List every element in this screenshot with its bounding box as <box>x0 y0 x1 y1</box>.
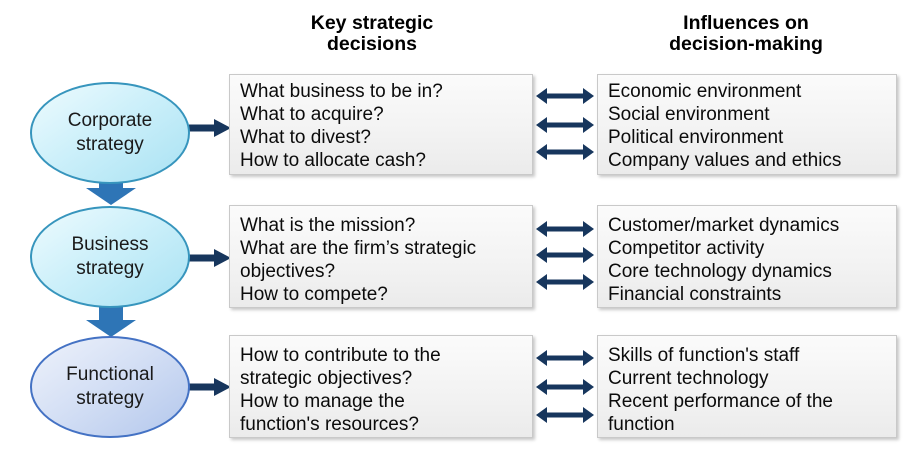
decision-line: strategic objectives? <box>240 368 413 389</box>
double-arrow-icon <box>536 350 594 366</box>
column-header-key-decisions: Key strategic decisions <box>252 13 492 55</box>
decision-line: What is the mission? <box>240 215 416 236</box>
influence-line: function <box>608 414 675 435</box>
decision-line: What business to be in? <box>240 81 443 102</box>
double-arrow-icon <box>536 407 594 423</box>
double-arrow-icon <box>536 88 594 104</box>
level-label-line: strategy <box>76 134 144 155</box>
double-arrow-icon <box>536 379 594 395</box>
influence-line: Current technology <box>608 368 769 389</box>
functional-strategy-ellipse: Functional strategy <box>30 336 190 438</box>
influence-line: Competitor activity <box>608 238 765 259</box>
header-line: decisions <box>327 33 417 55</box>
right-arrow-icon <box>189 119 231 137</box>
influences-box-business: Customer/market dynamics Competitor acti… <box>597 205 897 308</box>
influence-line: Customer/market dynamics <box>608 215 840 236</box>
double-arrow-icon <box>536 144 594 160</box>
double-arrow-icon <box>536 117 594 133</box>
influence-line: Skills of function's staff <box>608 345 800 366</box>
decision-line: objectives? <box>240 261 336 282</box>
column-header-influences: Influences on decision-making <box>622 13 870 55</box>
header-line: Influences on <box>683 12 809 34</box>
level-label-line: Business <box>71 234 149 255</box>
double-arrow-icon <box>536 221 594 237</box>
decisions-box-business: What is the mission? What are the firm’s… <box>229 205 533 308</box>
influence-line: Financial constraints <box>608 284 782 305</box>
decision-line: How to compete? <box>240 284 388 305</box>
decisions-box-functional: How to contribute to the strategic objec… <box>229 335 533 438</box>
influence-line: Company values and ethics <box>608 150 842 171</box>
decision-line: What to acquire? <box>240 104 384 125</box>
influence-line: Recent performance of the <box>608 391 833 412</box>
business-strategy-ellipse: Business strategy <box>30 206 190 308</box>
decisions-box-corporate: What business to be in? What to acquire?… <box>229 74 533 175</box>
decision-line: How to contribute to the <box>240 345 441 366</box>
right-arrow-icon <box>189 249 231 267</box>
decision-line: What to divest? <box>240 127 371 148</box>
influence-line: Social environment <box>608 104 770 125</box>
influences-box-functional: Skills of function's staff Current techn… <box>597 335 897 438</box>
influence-line: Economic environment <box>608 81 802 102</box>
double-arrow-icon <box>536 247 594 263</box>
double-arrow-icon <box>536 274 594 290</box>
level-label-line: Corporate <box>67 110 153 131</box>
influence-line: Political environment <box>608 127 784 148</box>
header-line: Key strategic <box>310 12 434 34</box>
decision-line: function's resources? <box>240 414 419 435</box>
level-label-line: strategy <box>76 388 144 409</box>
influence-line: Core technology dynamics <box>608 261 832 282</box>
decision-line: What are the firm’s strategic <box>240 238 477 259</box>
level-label-line: Functional <box>66 364 154 385</box>
decision-line: How to allocate cash? <box>240 150 426 171</box>
corporate-strategy-ellipse: Corporate strategy <box>30 82 190 184</box>
decision-line: How to manage the <box>240 391 405 412</box>
influences-box-corporate: Economic environment Social environment … <box>597 74 897 175</box>
down-arrow-icon <box>86 304 136 337</box>
level-label-line: strategy <box>76 258 144 279</box>
right-arrow-icon <box>189 378 231 396</box>
header-line: decision-making <box>669 33 823 55</box>
